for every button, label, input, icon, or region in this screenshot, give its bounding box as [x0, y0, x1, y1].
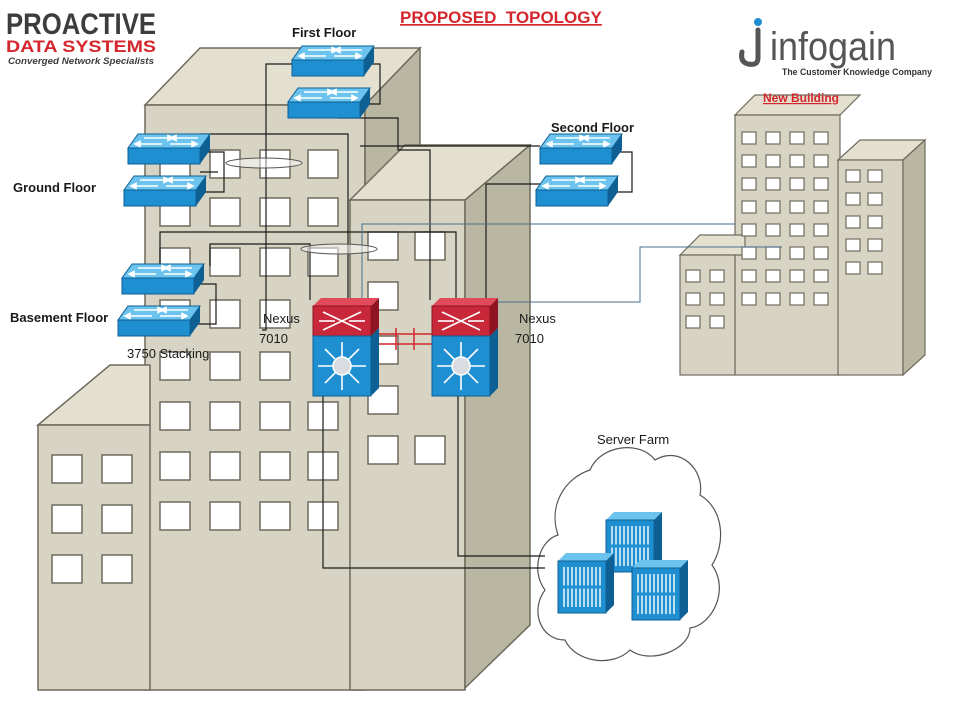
label-ground-floor: Ground Floor	[13, 180, 96, 195]
diagram-title: PROPOSED TOPOLOGY	[400, 8, 602, 27]
workgroup-switch-icon	[123, 175, 207, 207]
infogain-logo: infogain The Customer Knowledge Company	[739, 18, 932, 77]
label-first-floor: First Floor	[292, 25, 356, 40]
nexus-7010-icon	[431, 297, 499, 397]
label-3750-stacking: 3750 Stacking	[127, 346, 209, 361]
port-channel-ellipse	[225, 157, 303, 169]
nexus-7010-icon	[312, 297, 380, 397]
new-building	[678, 94, 927, 377]
workgroup-switch-icon	[539, 133, 623, 165]
network-links	[159, 63, 633, 569]
workgroup-switch-icon	[535, 175, 619, 207]
proactive-logo-line1: PROACTIVE	[6, 8, 156, 41]
label-server-farm: Server Farm	[597, 432, 669, 447]
infogain-mark-icon	[739, 18, 762, 67]
label-second-floor: Second Floor	[551, 120, 634, 135]
label-nexus-right-2: 7010	[515, 331, 544, 346]
workgroup-switch-icon	[117, 305, 201, 337]
proactive-logo-line2: DATA SYSTEMS	[6, 37, 156, 56]
vpc-peer-link	[378, 328, 432, 350]
main-building	[35, 46, 532, 691]
server-icon	[556, 551, 616, 615]
label-nexus-right-1: Nexus	[519, 311, 556, 326]
second-floor-switches	[535, 133, 623, 207]
workgroup-switch-icon	[127, 133, 211, 165]
server-icon	[630, 558, 690, 622]
workgroup-switch-icon	[121, 263, 205, 295]
label-nexus-left-2: 7010	[259, 331, 288, 346]
infogain-tagline: The Customer Knowledge Company	[782, 67, 932, 77]
workgroup-switch-icon	[287, 87, 371, 119]
workgroup-switch-icon	[291, 45, 375, 77]
proactive-logo-tagline: Converged Network Specialists	[8, 56, 154, 66]
infogain-name: infogain	[770, 25, 896, 69]
proactive-logo: PROACTIVE DATA SYSTEMS Converged Network…	[6, 8, 156, 66]
label-basement-floor: Basement Floor	[10, 310, 108, 325]
port-channel-ellipse	[300, 243, 378, 255]
new-building-links	[361, 223, 782, 303]
label-new-building: New Building	[763, 91, 839, 105]
label-nexus-left-1: Nexus	[263, 311, 300, 326]
